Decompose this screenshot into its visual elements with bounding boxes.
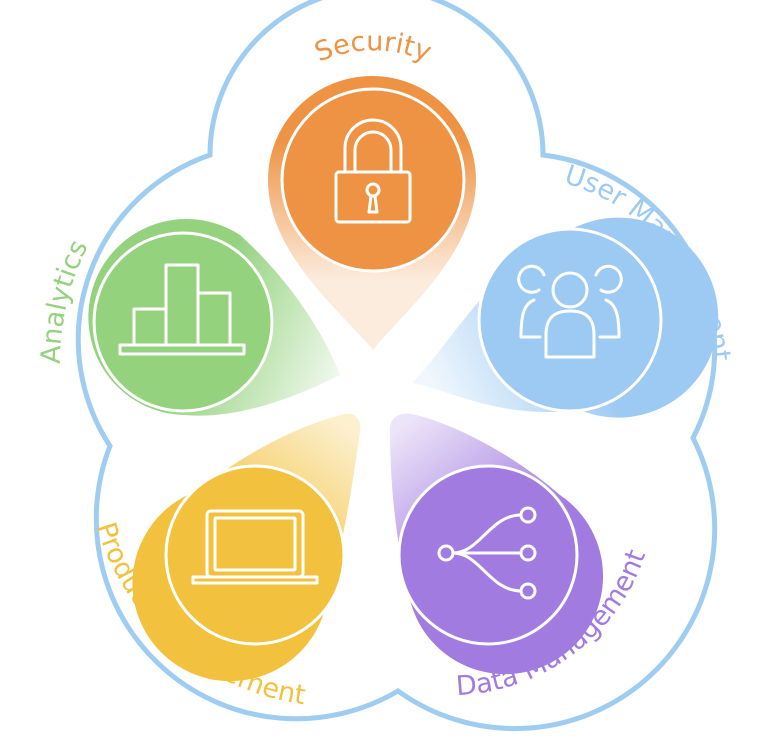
analytics-ring <box>92 231 274 413</box>
label-analytics: Analytics <box>36 235 95 364</box>
segment-product-management: Product Management <box>90 413 361 711</box>
label-security: Security <box>311 26 436 68</box>
flower-outline <box>75 0 718 732</box>
padlock-icon <box>334 118 412 224</box>
segment-data-management: Data Management <box>390 413 652 702</box>
share-nodes-icon <box>437 506 537 600</box>
data-management-ring <box>397 464 579 646</box>
laptop-icon <box>191 509 319 585</box>
user-management-ring <box>477 227 663 413</box>
security-ring <box>280 87 466 273</box>
bar-chart-icon <box>118 263 246 356</box>
users-icon <box>517 264 623 359</box>
product-management-ring <box>164 464 346 646</box>
